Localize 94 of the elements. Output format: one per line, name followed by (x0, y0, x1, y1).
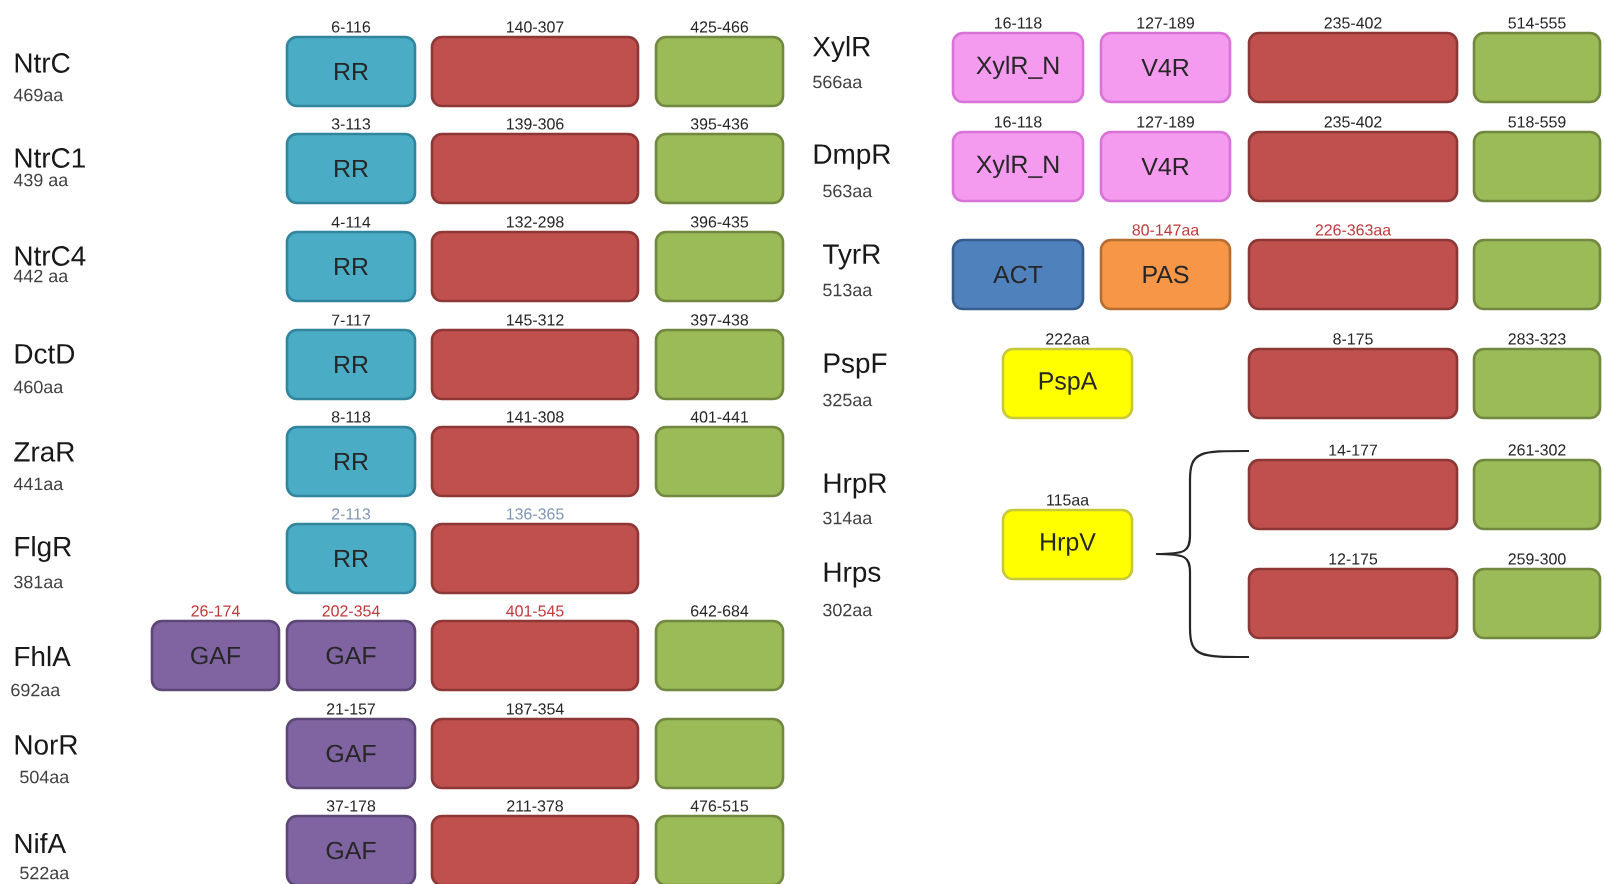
protein-length: 325aa (823, 393, 873, 407)
protein-length: 442 aa (13, 269, 69, 283)
domain-box: PspA (1001, 347, 1134, 420)
domain-box: V4R (1099, 31, 1232, 104)
range-label: 3-113 (331, 118, 371, 130)
protein-name: HrpR (824, 473, 887, 499)
protein-length: 460aa (13, 380, 64, 394)
range-label: 8-118 (331, 411, 371, 423)
range-label: 21-157 (327, 703, 375, 715)
range-label: 12-175 (1329, 553, 1378, 565)
protein-length: 302aa (823, 603, 873, 617)
domain-box: GAF (285, 814, 417, 884)
protein-name: NorR (15, 735, 78, 755)
range-label: 518-559 (1508, 116, 1566, 128)
protein-name: PspF (824, 353, 887, 379)
domain-box (654, 717, 785, 790)
domain-box: RR (285, 425, 417, 498)
range-label: 16-118 (995, 17, 1042, 29)
protein-name: FlgR (15, 536, 71, 562)
domain-box: RR (285, 230, 417, 303)
range-label: 8-175 (1333, 333, 1373, 345)
protein-name: NifA (15, 832, 67, 854)
domain-box: RR (285, 328, 417, 401)
protein-length: 692aa (11, 683, 61, 697)
protein-length: 381aa (14, 575, 64, 589)
range-label: 642-684 (691, 605, 749, 617)
range-label: 259-300 (1508, 553, 1566, 565)
protein-length: 469aa (13, 88, 64, 102)
range-label: 136-365 (506, 508, 564, 520)
protein-length: 513aa (823, 283, 873, 297)
protein-length: 441aa (13, 477, 64, 491)
domain-box: XylR_N (951, 31, 1085, 104)
domain-box: RR (285, 35, 417, 108)
range-label: 2-113 (332, 508, 371, 520)
domain-box: GAF (285, 717, 417, 790)
range-label: 235-402 (1324, 116, 1382, 128)
range-label: 211-378 (507, 800, 563, 812)
domain-box (1472, 238, 1602, 311)
protein-name: ZraR (14, 442, 75, 462)
range-label: 139-306 (506, 118, 564, 130)
domain-box: GAF (150, 619, 281, 692)
protein-length: 439 aa (13, 173, 69, 187)
protein-name: FhlA (15, 645, 71, 667)
range-label: 425-466 (690, 21, 749, 33)
domain-box: PAS (1099, 238, 1232, 311)
range-label: 395-436 (690, 118, 749, 130)
range-label: 476-515 (690, 800, 749, 812)
range-label: 401-441 (690, 411, 748, 423)
range-label: 514-555 (1508, 17, 1566, 29)
range-label: 401-545 (506, 605, 564, 617)
range-label: 202-354 (322, 605, 380, 617)
range-label: 37-178 (326, 800, 376, 812)
range-label: 6-116 (332, 21, 371, 33)
range-label: 226-363aa (1315, 224, 1392, 236)
protein-name: NtrC1 (15, 148, 85, 168)
protein-length: 522aa (20, 866, 70, 880)
range-label: 127-189 (1137, 17, 1194, 29)
protein-name: DmpR (814, 144, 891, 170)
range-label: 4-114 (331, 216, 371, 228)
range-label: 140-307 (506, 21, 564, 33)
protein-length: 314aa (823, 511, 873, 525)
protein-length: 504aa (20, 770, 70, 784)
range-label: 397-438 (690, 314, 749, 326)
range-label: 187-354 (506, 703, 564, 715)
protein-name: TyrR (823, 244, 880, 270)
range-label: 80-147aa (1132, 224, 1200, 236)
domain-box: RR (285, 522, 417, 595)
range-label: 16-118 (995, 116, 1042, 128)
range-label: 141-308 (506, 411, 564, 423)
domain-box: HrpV (1001, 508, 1134, 581)
range-label: 261-302 (1508, 444, 1566, 456)
range-label: 283-323 (1508, 333, 1566, 345)
range-label: 14-177 (1329, 444, 1377, 456)
range-label: 127-189 (1137, 116, 1194, 128)
range-label: 132-298 (506, 216, 564, 228)
range-label: 396-435 (690, 216, 749, 228)
domain-box: GAF (285, 619, 417, 692)
protein-name: DctD (15, 344, 75, 364)
range-label: 145-312 (506, 314, 564, 326)
range-label: 26-174 (191, 605, 240, 617)
protein-name: NtrC (15, 53, 70, 73)
domain-box: ACT (951, 238, 1085, 311)
range-label: 222aa (1046, 333, 1090, 345)
range-label: 115aa (1047, 494, 1090, 506)
protein-length: 563aa (823, 184, 873, 198)
protein-name: NtrC4 (15, 246, 86, 266)
protein-name: XylR (813, 36, 870, 62)
domain-box: RR (285, 132, 417, 205)
domain-box: XylR_N (951, 130, 1085, 203)
protein-length: 566aa (813, 75, 863, 89)
protein-name: Hrps (824, 562, 881, 588)
range-label: 7-117 (332, 314, 370, 326)
range-label: 235-402 (1324, 17, 1382, 29)
domain-box: V4R (1099, 130, 1232, 203)
